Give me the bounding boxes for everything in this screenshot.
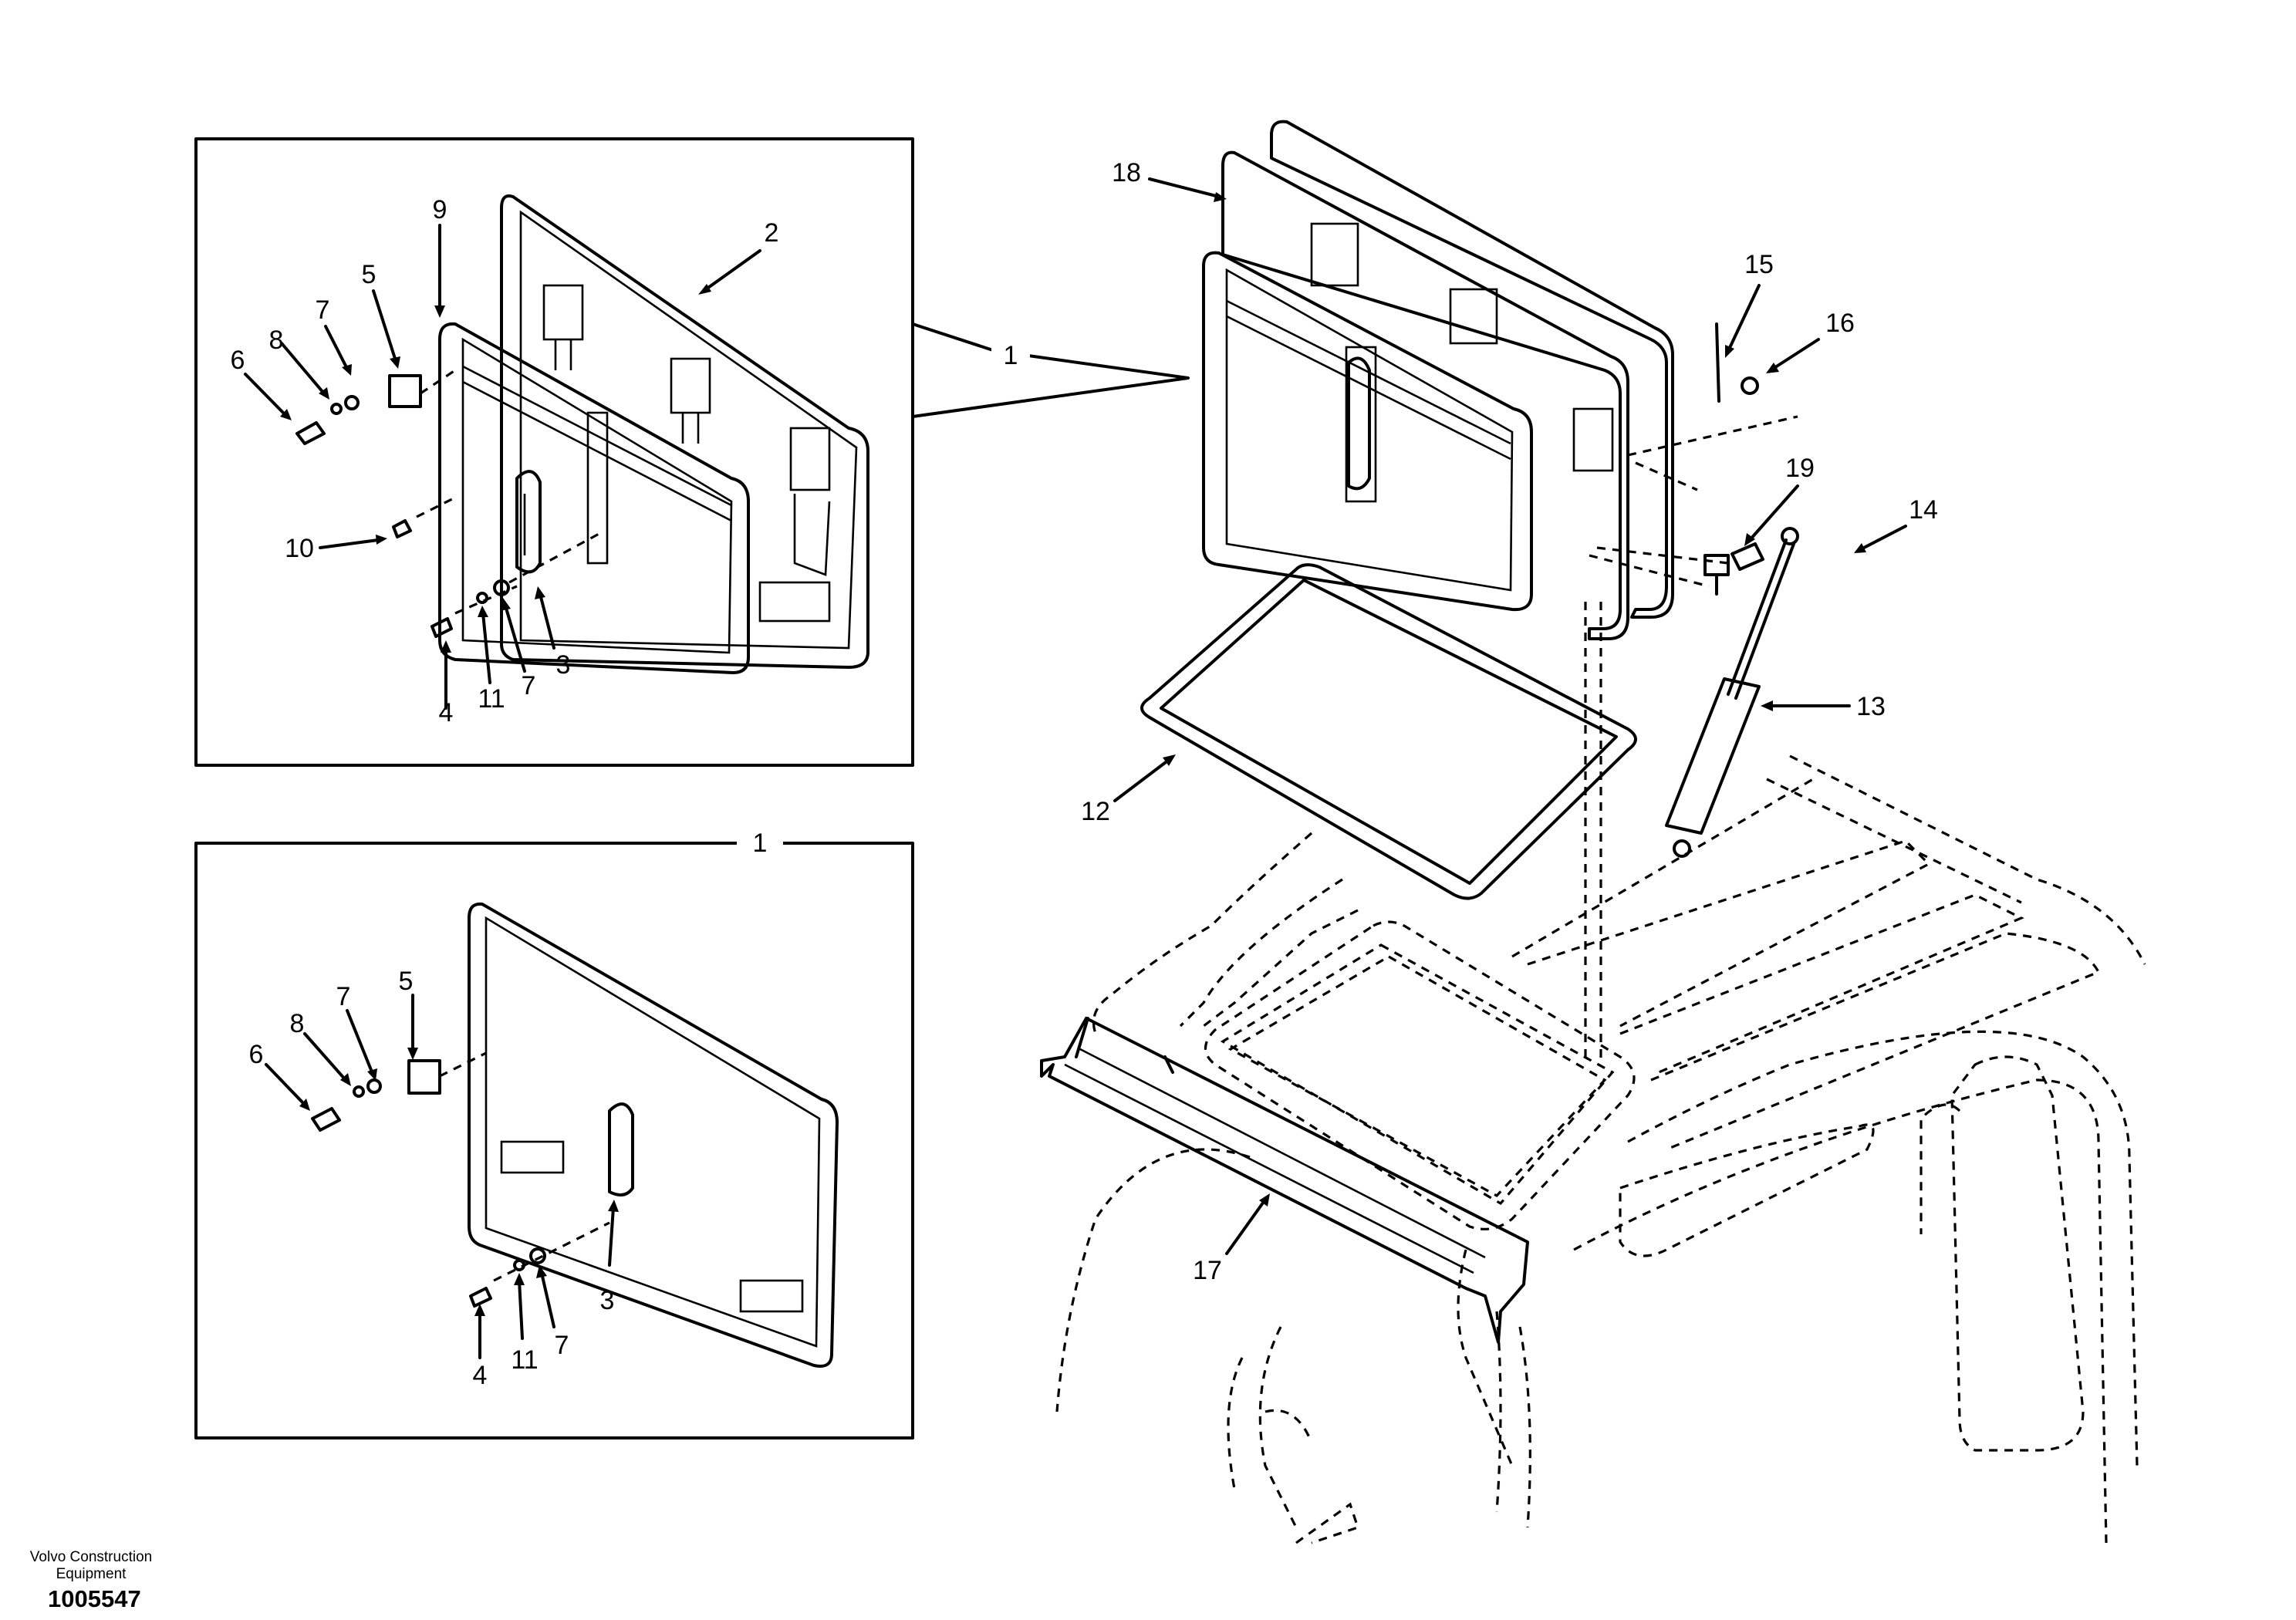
callout-11-bottom: 11 [511, 1345, 538, 1375]
callout-7-top-b: 7 [522, 671, 536, 700]
callout-2: 2 [765, 218, 779, 248]
front-channel [1040, 1017, 1529, 1344]
callout-leaders [244, 177, 1907, 1359]
callout-4-bottom: 4 [473, 1361, 488, 1390]
callout-16: 16 [1825, 309, 1855, 338]
callout-8-top: 8 [269, 326, 284, 355]
label-masks [991, 339, 1030, 370]
callout-3-top: 3 [556, 650, 571, 680]
roof-hatch-assembly [1140, 120, 1799, 1065]
callout-6-bottom: 6 [249, 1040, 264, 1069]
callout-12: 12 [1081, 797, 1110, 826]
callout-7-bottom: 7 [336, 982, 351, 1011]
figure-number: 1005547 [48, 1585, 141, 1612]
callout-6-top: 6 [231, 346, 245, 375]
company-line-1: Volvo Construction [29, 1549, 153, 1565]
callout-17: 17 [1193, 1256, 1222, 1285]
callout-13: 13 [1856, 692, 1886, 721]
callout-7-bottom-b: 7 [555, 1331, 569, 1360]
callout-1-bottom: 1 [753, 829, 768, 858]
cab-roof-outline [1055, 754, 2146, 1544]
callout-1-top: 1 [1004, 341, 1018, 370]
callout-9: 9 [433, 195, 447, 224]
hatch-panel-alt [311, 902, 839, 1368]
callout-labels: 1 1 2 9 5 7 8 6 10 4 11 7 3 5 7 8 6 3 4 … [231, 158, 1938, 1390]
footer-company: Volvo Construction Equipment [15, 1549, 167, 1583]
hatch-panel-back [500, 194, 869, 669]
callout-19: 19 [1785, 454, 1815, 483]
company-line-2: Equipment [56, 1566, 127, 1582]
callout-3-bottom: 3 [600, 1286, 615, 1315]
detail-box-top [194, 137, 1190, 767]
hatch-frame-front [438, 322, 750, 674]
callout-4-top: 4 [439, 698, 454, 727]
callout-15: 15 [1744, 250, 1774, 279]
callout-18: 18 [1112, 158, 1141, 187]
callout-10: 10 [285, 534, 314, 563]
callout-8-bottom: 8 [290, 1009, 305, 1038]
callout-5-bottom: 5 [399, 967, 414, 996]
callout-7-top: 7 [316, 295, 330, 325]
detail-box-bottom [194, 833, 914, 1439]
hardware-set-top [295, 369, 603, 638]
callout-14: 14 [1909, 495, 1938, 525]
callout-5-top: 5 [362, 260, 376, 289]
callout-11-top: 11 [478, 684, 505, 714]
